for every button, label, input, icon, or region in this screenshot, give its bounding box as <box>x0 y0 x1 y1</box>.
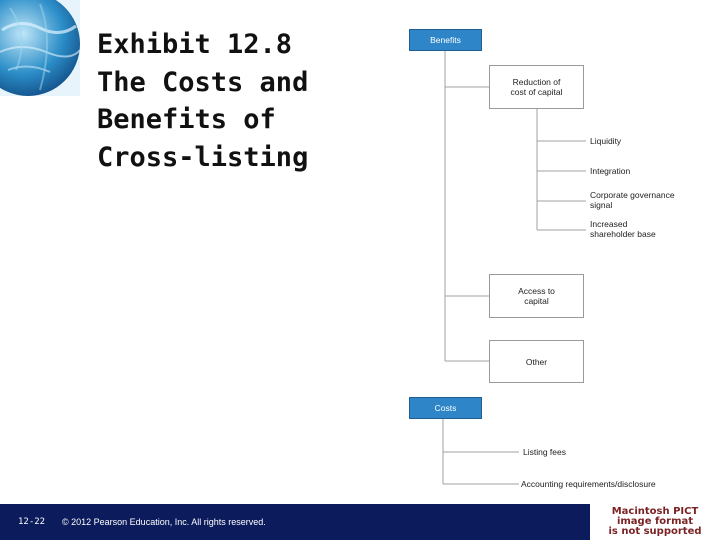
other-label: Other <box>525 356 548 367</box>
leaf-listing-fees-text: Listing fees <box>523 447 566 457</box>
leaf-governance-line: signal <box>590 200 613 210</box>
leaf-accounting-text: Accounting requirements/disclosure <box>521 479 656 489</box>
title-line: Cross-listing <box>97 141 309 173</box>
access-label-line: Access to <box>518 286 555 296</box>
leaf-shareholder-line: shareholder base <box>590 229 656 239</box>
pict-placeholder: Macintosh PICT image format is not suppo… <box>590 504 720 540</box>
access-to-capital-node: Access to capital <box>489 274 584 318</box>
costs-label: Costs <box>434 403 457 413</box>
access-label-line: capital <box>524 296 549 306</box>
pict-line: Macintosh PICT <box>611 506 699 517</box>
title-line: Exhibit 12.8 <box>97 29 293 60</box>
leaf-liquidity-text: Liquidity <box>590 136 622 146</box>
leaf-accounting-requirements: Accounting requirements/disclosure <box>521 479 656 489</box>
reduction-label-line: cost of capital <box>510 87 563 97</box>
title-line: The Costs and <box>97 66 309 98</box>
footer-bar: 12-22 © 2012 Pearson Education, Inc. All… <box>0 504 590 540</box>
other-node: Other <box>489 340 584 383</box>
leaf-governance-line: Corporate governance <box>590 190 675 200</box>
costs-node: Costs <box>409 397 482 419</box>
leaf-increased-shareholder-base: Increased shareholder base <box>590 219 656 239</box>
reduction-label-line: Reduction of <box>512 77 561 87</box>
globe-logo <box>0 0 80 96</box>
pict-line: is not supported <box>608 526 702 537</box>
leaf-corporate-governance-signal: Corporate governance signal <box>590 190 675 210</box>
leaf-integration-text: Integration <box>590 166 631 176</box>
reduction-cost-of-capital-node: Reduction of cost of capital <box>489 65 584 109</box>
leaf-liquidity: Liquidity <box>590 136 621 146</box>
slide-title: Exhibit 12.8 The Costs and Benefits of C… <box>97 26 367 176</box>
copyright-text: © 2012 Pearson Education, Inc. All right… <box>62 517 266 527</box>
leaf-integration: Integration <box>590 166 630 176</box>
benefits-node: Benefits <box>409 29 482 51</box>
leaf-listing-fees: Listing fees <box>523 447 566 457</box>
benefits-label: Benefits <box>430 35 461 45</box>
leaf-shareholder-line: Increased <box>590 219 628 229</box>
title-line: Benefits of <box>97 104 276 135</box>
pict-line: image format <box>616 516 694 527</box>
page-number: 12-22 <box>18 517 46 527</box>
